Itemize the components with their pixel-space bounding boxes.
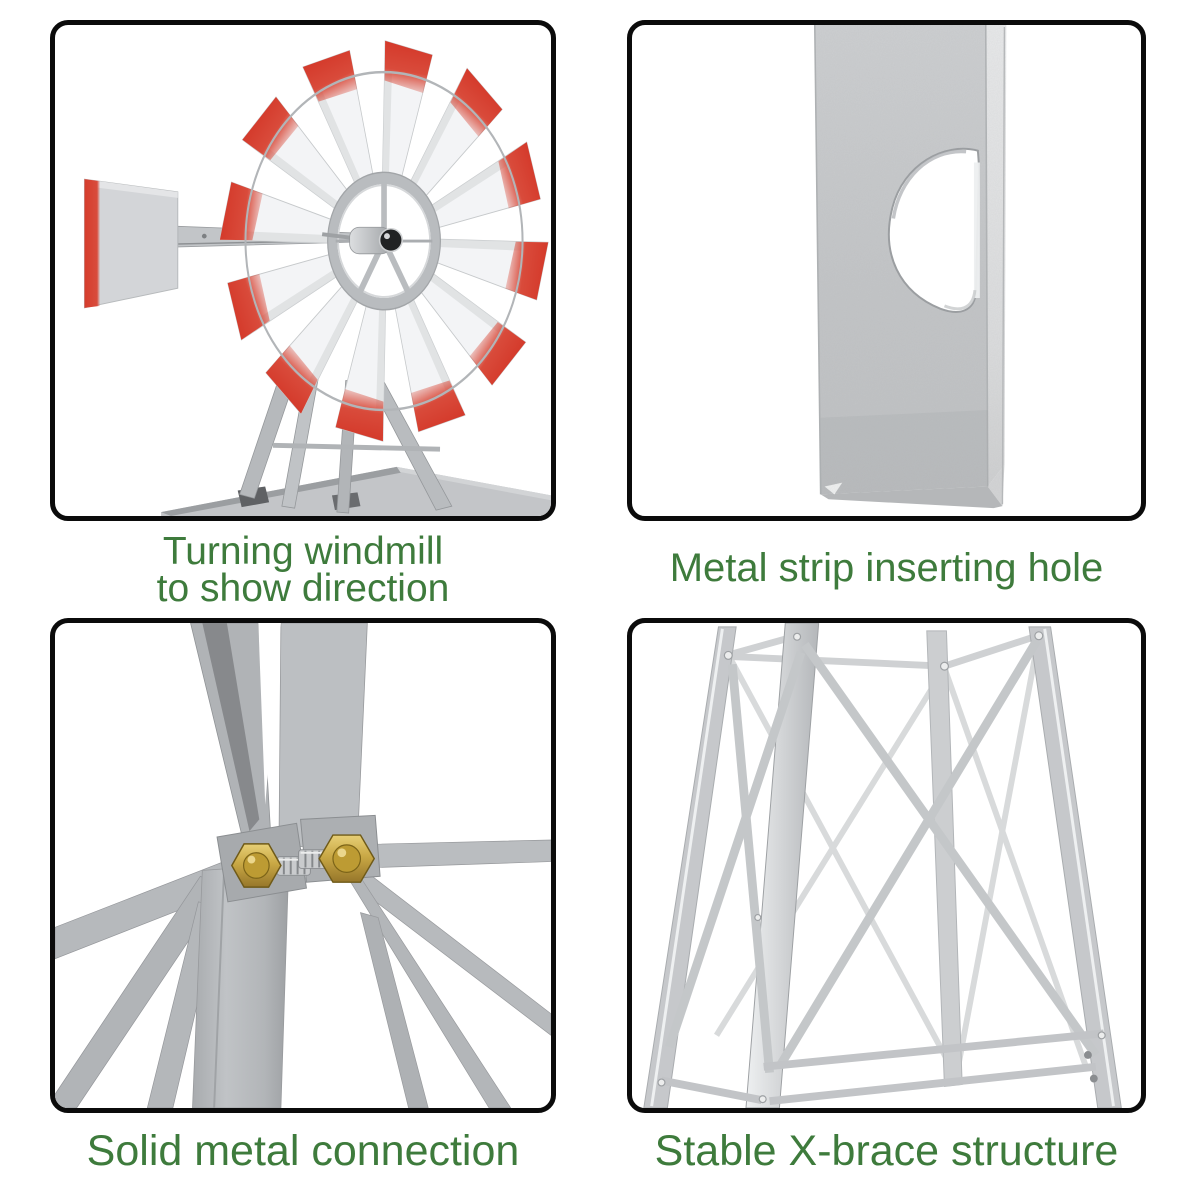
caption-connection-line1: Solid metal connection — [86, 1127, 520, 1175]
insert-hole-photo-panel — [627, 20, 1146, 521]
caption-x-brace-line1: Stable X-brace structure — [654, 1127, 1119, 1175]
windmill-hub — [321, 226, 403, 255]
caption-insert-hole: Metal strip inserting hole — [627, 546, 1146, 590]
caption-windmill-line2: to show direction — [156, 567, 450, 610]
bolted-joint-illustration — [55, 623, 551, 1108]
lower-post — [192, 864, 290, 1108]
inserting-hole — [888, 147, 980, 313]
lattice-tower-illustration — [643, 623, 1122, 1108]
right-struts — [343, 839, 551, 1108]
pole-hole-illustration — [813, 25, 1007, 509]
x-braces — [665, 638, 1100, 1074]
windmill-base-plate — [161, 466, 551, 516]
back-rails — [728, 631, 1042, 670]
connection-photo-panel — [50, 618, 556, 1113]
windmill-photo-panel — [50, 20, 556, 521]
bottom-rails — [660, 1029, 1105, 1106]
caption-windmill-line1: Turning windmill — [162, 530, 444, 573]
rivets — [657, 631, 1106, 1104]
upper-posts — [190, 623, 368, 860]
bolt-right — [298, 834, 376, 883]
caption-windmill: Turning windmill to show direction — [50, 530, 556, 610]
caption-connection: Solid metal connection — [50, 1129, 556, 1173]
caption-insert-hole-line1: Metal strip inserting hole — [669, 546, 1104, 590]
x-brace-photo-panel — [627, 618, 1146, 1113]
windmill-illustration — [83, 40, 551, 516]
windmill-wheel — [219, 40, 549, 442]
caption-x-brace: Stable X-brace structure — [627, 1129, 1146, 1173]
